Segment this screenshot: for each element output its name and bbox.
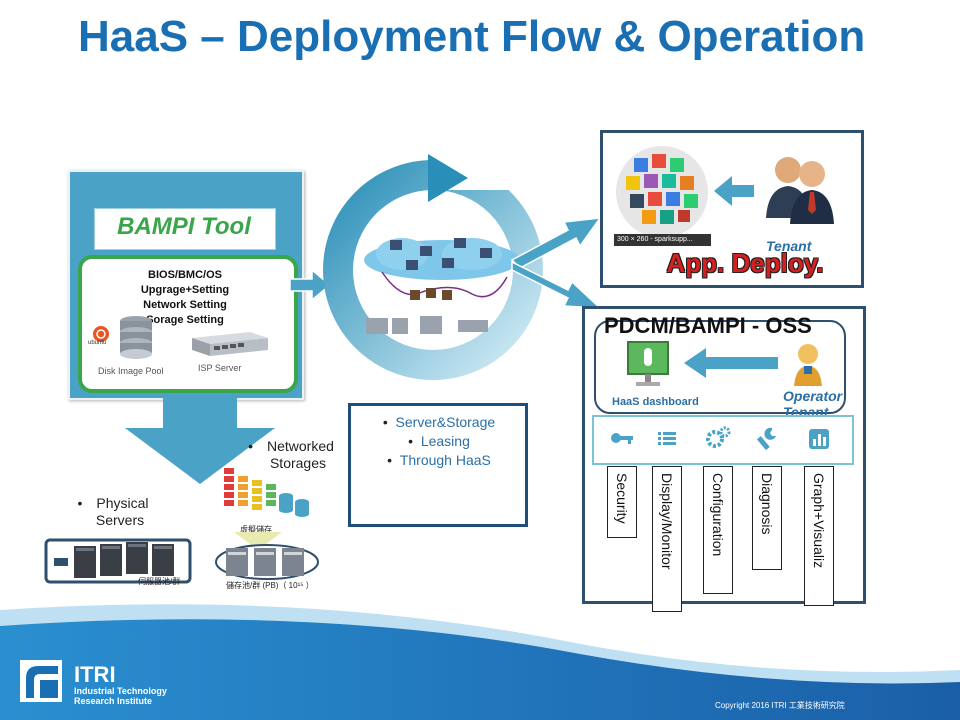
itri-logo-icon (20, 660, 62, 702)
dashboard-box (594, 320, 846, 414)
bampi-function-box (78, 255, 298, 393)
bampi-line: BIOS/BMC/OS (148, 269, 222, 281)
leasing-item-text: Through HaaS (399, 452, 491, 468)
bampi-title-box (94, 208, 276, 250)
bampi-title: BAMPI Tool (117, 213, 251, 240)
leasing-item-text: Server&Storage (395, 414, 496, 430)
servers-line: Servers (95, 512, 145, 528)
left-arrow-icon (684, 348, 778, 378)
app-deploy-title: App. Deploy. (666, 248, 824, 278)
wrench-icon[interactable] (756, 426, 778, 450)
bampi-line: Network Setting (143, 299, 227, 311)
virtual-storage-label: 虛擬儲存 (240, 525, 272, 534)
database-icon (120, 316, 152, 359)
right-arrow-icon (290, 270, 332, 300)
ubuntu-label: ubuntu (88, 340, 107, 346)
leasing-item: • Server&Storage (382, 414, 496, 430)
key-icon[interactable] (610, 428, 634, 448)
server-pool-label: 伺服器池/群 (138, 577, 181, 586)
tenant-label: Tenant (766, 238, 812, 254)
globe-caption: 300 × 260 - sparksupp... (614, 234, 711, 246)
down-arrow-icon (125, 396, 275, 484)
itri-sub-line: Research Institute (74, 696, 153, 706)
operator-label: Operator (783, 388, 843, 404)
isp-server-label: ISP Server (198, 363, 242, 373)
leasing-box: • Server&Storage • Leasing • Through Haa… (348, 403, 528, 527)
chart-icon[interactable] (808, 428, 830, 450)
bampi-function-list: BIOS/BMC/OS Upgrage+Setting Network Sett… (95, 268, 275, 328)
tenant-users-icon (766, 157, 834, 224)
leasing-item-text: Leasing (420, 433, 470, 449)
ubuntu-logo-icon (93, 326, 109, 342)
bampi-line: Upgrage+Setting (140, 284, 230, 296)
configuration-column: Configuration (703, 466, 733, 594)
slide-title: HaaS – Deployment Flow & Operation (78, 12, 866, 61)
branch-arrows-icon (510, 217, 603, 309)
physical-servers-icon (44, 538, 192, 584)
itri-subtitle: Industrial Technology Research Institute (74, 686, 167, 706)
leasing-item: • Through HaaS (387, 452, 491, 468)
haas-dashboard-label: HaaS dashboard (612, 396, 699, 408)
security-column: Security (607, 466, 637, 538)
list-icon[interactable] (656, 428, 678, 448)
display-monitor-column: Display/Monitor (652, 466, 682, 612)
operator-user-icon (794, 344, 822, 386)
itri-sub-line: Industrial Technology (74, 686, 167, 696)
footer-wave (0, 604, 960, 720)
bampi-line: Sorage Setting (146, 314, 224, 326)
storages-line: Storages (269, 455, 327, 471)
down-chevron-icon (234, 532, 282, 550)
left-arrow-icon (714, 176, 754, 206)
graph-visualiz-column: Graph+Visualiz (804, 466, 834, 606)
storage-pool-icon (215, 544, 319, 580)
physical-servers-label: •Physical Servers (60, 495, 180, 529)
physical-line: •Physical (77, 495, 149, 511)
copyright: Copyright 2016 ITRI 工業技術研究院 (715, 701, 845, 710)
isp-server-icon (192, 332, 268, 356)
networked-storages-label: •Networked Storages (248, 438, 348, 472)
itri-logo-text: ITRI (74, 662, 116, 687)
cloud-network-icon (364, 238, 520, 334)
leasing-item: • Leasing (408, 433, 470, 449)
networked-line: •Networked (248, 438, 334, 454)
gears-icon[interactable] (704, 424, 732, 452)
storage-capacity-label: 儲存池/群 (PB)（ 10¹⁵ ） (226, 581, 314, 590)
disk-image-pool-label: Disk Image Pool (98, 366, 164, 376)
diagnosis-column: Diagnosis (752, 466, 782, 570)
app-globe-icon (616, 146, 708, 238)
pdcm-title: PDCM/BAMPI - OSS (604, 313, 812, 338)
monitor-lock-icon (627, 341, 669, 386)
storage-bars-icon (224, 468, 309, 517)
